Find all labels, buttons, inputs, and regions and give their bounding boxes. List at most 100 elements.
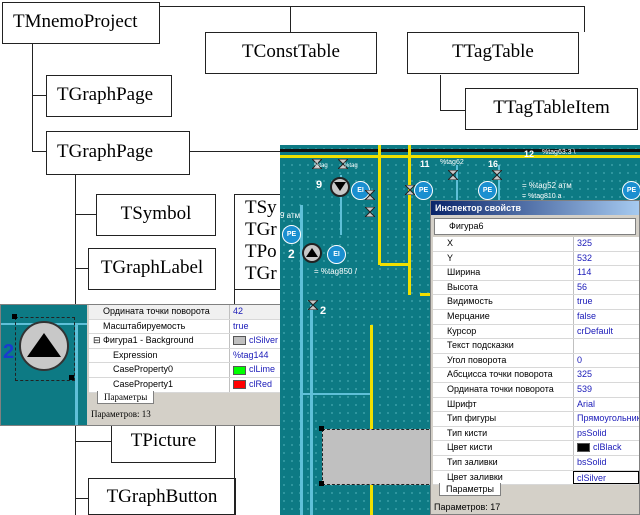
property-row[interactable]: Тип заливки bsSolid bbox=[433, 455, 639, 471]
pe-badge[interactable]: PE bbox=[622, 181, 640, 200]
tag-label: = %tag52 атм bbox=[522, 181, 572, 190]
property-name: Цвет кисти bbox=[447, 442, 493, 453]
property-value[interactable]: 56 bbox=[573, 280, 639, 295]
valve-icon[interactable] bbox=[308, 300, 318, 310]
tree-line bbox=[75, 441, 111, 442]
property-row[interactable]: CaseProperty0 clLime bbox=[89, 363, 304, 378]
property-value[interactable]: 42 bbox=[229, 305, 304, 319]
tree-line bbox=[75, 214, 96, 215]
tree-line bbox=[144, 6, 584, 7]
selection-handle[interactable] bbox=[319, 426, 324, 431]
property-value[interactable]: 0 bbox=[573, 353, 639, 368]
selection-frame[interactable] bbox=[15, 317, 75, 381]
property-value[interactable]: 114 bbox=[573, 266, 639, 280]
property-name: Тип заливки bbox=[447, 456, 498, 467]
color-swatch bbox=[577, 443, 590, 453]
property-value[interactable]: %tag144 bbox=[229, 348, 304, 363]
pe-badge[interactable]: PE bbox=[478, 181, 497, 200]
property-row[interactable]: Expression %tag144 bbox=[89, 348, 304, 364]
window-title[interactable]: Инспектор свойств bbox=[431, 201, 639, 215]
symbol-canvas[interactable]: 2 bbox=[1, 305, 87, 425]
unit-number: 2 bbox=[288, 247, 295, 261]
property-value[interactable]: crDefault bbox=[573, 324, 639, 339]
property-name: Высота bbox=[447, 281, 478, 292]
class-label: TGr bbox=[245, 219, 277, 240]
class-tmnemoproject: TMnemoProject bbox=[2, 2, 160, 44]
property-name: Y bbox=[447, 252, 454, 263]
class-tgraphpage-2: TGraphPage bbox=[46, 131, 190, 175]
selection-handle[interactable] bbox=[12, 314, 17, 319]
class-label: TMnemoProject bbox=[13, 11, 138, 32]
pipe bbox=[456, 165, 458, 205]
property-value[interactable]: false bbox=[573, 309, 639, 324]
property-value[interactable]: clSilver bbox=[573, 470, 639, 485]
property-row[interactable]: Масштабируемость true bbox=[89, 319, 304, 335]
property-value[interactable]: clRed bbox=[229, 377, 304, 392]
property-name: Тип кисти bbox=[447, 427, 488, 438]
valve-icon[interactable] bbox=[492, 170, 502, 180]
tab-parameters[interactable]: Параметры bbox=[439, 483, 501, 496]
pe-badge[interactable]: PE bbox=[414, 181, 433, 200]
property-value[interactable]: bsSolid bbox=[573, 455, 639, 470]
property-row[interactable]: Тип кисти psSolid bbox=[433, 426, 639, 442]
property-value[interactable]: true bbox=[573, 295, 639, 309]
class-label: TPo bbox=[245, 241, 277, 262]
tag-label: = %tag850 / bbox=[314, 267, 357, 276]
valve-icon[interactable] bbox=[365, 190, 375, 200]
property-value[interactable] bbox=[573, 339, 639, 353]
unit-number: 2 bbox=[320, 305, 327, 317]
property-row[interactable]: ⊟ Фигура1 - Background clSilver bbox=[89, 334, 304, 349]
tree-line bbox=[32, 151, 46, 152]
property-value[interactable]: 325 bbox=[573, 368, 639, 382]
property-value[interactable]: 532 bbox=[573, 251, 639, 266]
property-value[interactable]: clLime bbox=[229, 363, 304, 377]
property-value[interactable]: clSilver bbox=[229, 334, 304, 348]
valve-icon[interactable] bbox=[365, 207, 375, 217]
property-value[interactable]: psSolid bbox=[573, 426, 639, 441]
tab-parameters[interactable]: Параметры bbox=[97, 391, 155, 404]
selection-handle[interactable] bbox=[319, 481, 324, 486]
valve-icon[interactable] bbox=[312, 159, 322, 169]
ei-badge[interactable]: EI bbox=[327, 245, 346, 264]
unit-number: 9 bbox=[316, 179, 323, 191]
valve-icon[interactable] bbox=[448, 170, 458, 180]
tag-label: %tag bbox=[344, 163, 358, 169]
object-selector[interactable]: Фигура6 bbox=[434, 218, 636, 235]
tree-line bbox=[190, 151, 280, 152]
class-label: TTagTableItem bbox=[493, 97, 610, 118]
color-swatch bbox=[233, 336, 246, 346]
property-value[interactable]: true bbox=[229, 319, 304, 334]
property-name: CaseProperty0 bbox=[113, 364, 174, 375]
valve-icon[interactable] bbox=[405, 185, 415, 195]
property-value[interactable]: Прямоугольник bbox=[573, 412, 639, 426]
selection-handle[interactable] bbox=[69, 375, 74, 380]
property-row[interactable]: Y 532 bbox=[433, 251, 639, 267]
property-row[interactable]: Цвет кисти clBlack bbox=[433, 441, 639, 456]
property-value[interactable]: 539 bbox=[573, 382, 639, 397]
property-row[interactable]: Ордината точки поворота 42 bbox=[89, 305, 304, 320]
property-row[interactable]: Текст подсказки bbox=[433, 339, 639, 354]
property-row[interactable]: CaseProperty1 clRed bbox=[89, 377, 304, 393]
selected-shape[interactable] bbox=[322, 429, 434, 485]
class-label: TGraphPage bbox=[57, 141, 154, 162]
property-value[interactable]: Arial bbox=[573, 397, 639, 412]
tag-label: %tag bbox=[314, 163, 328, 169]
property-value[interactable]: 325 bbox=[573, 237, 639, 251]
pe-badge[interactable]: PE bbox=[282, 225, 301, 244]
property-row[interactable]: Высота 56 bbox=[433, 280, 639, 296]
pipe bbox=[380, 263, 410, 266]
tree-line bbox=[75, 268, 88, 269]
property-value[interactable]: clBlack bbox=[573, 441, 639, 455]
valve-icon[interactable] bbox=[338, 159, 348, 169]
